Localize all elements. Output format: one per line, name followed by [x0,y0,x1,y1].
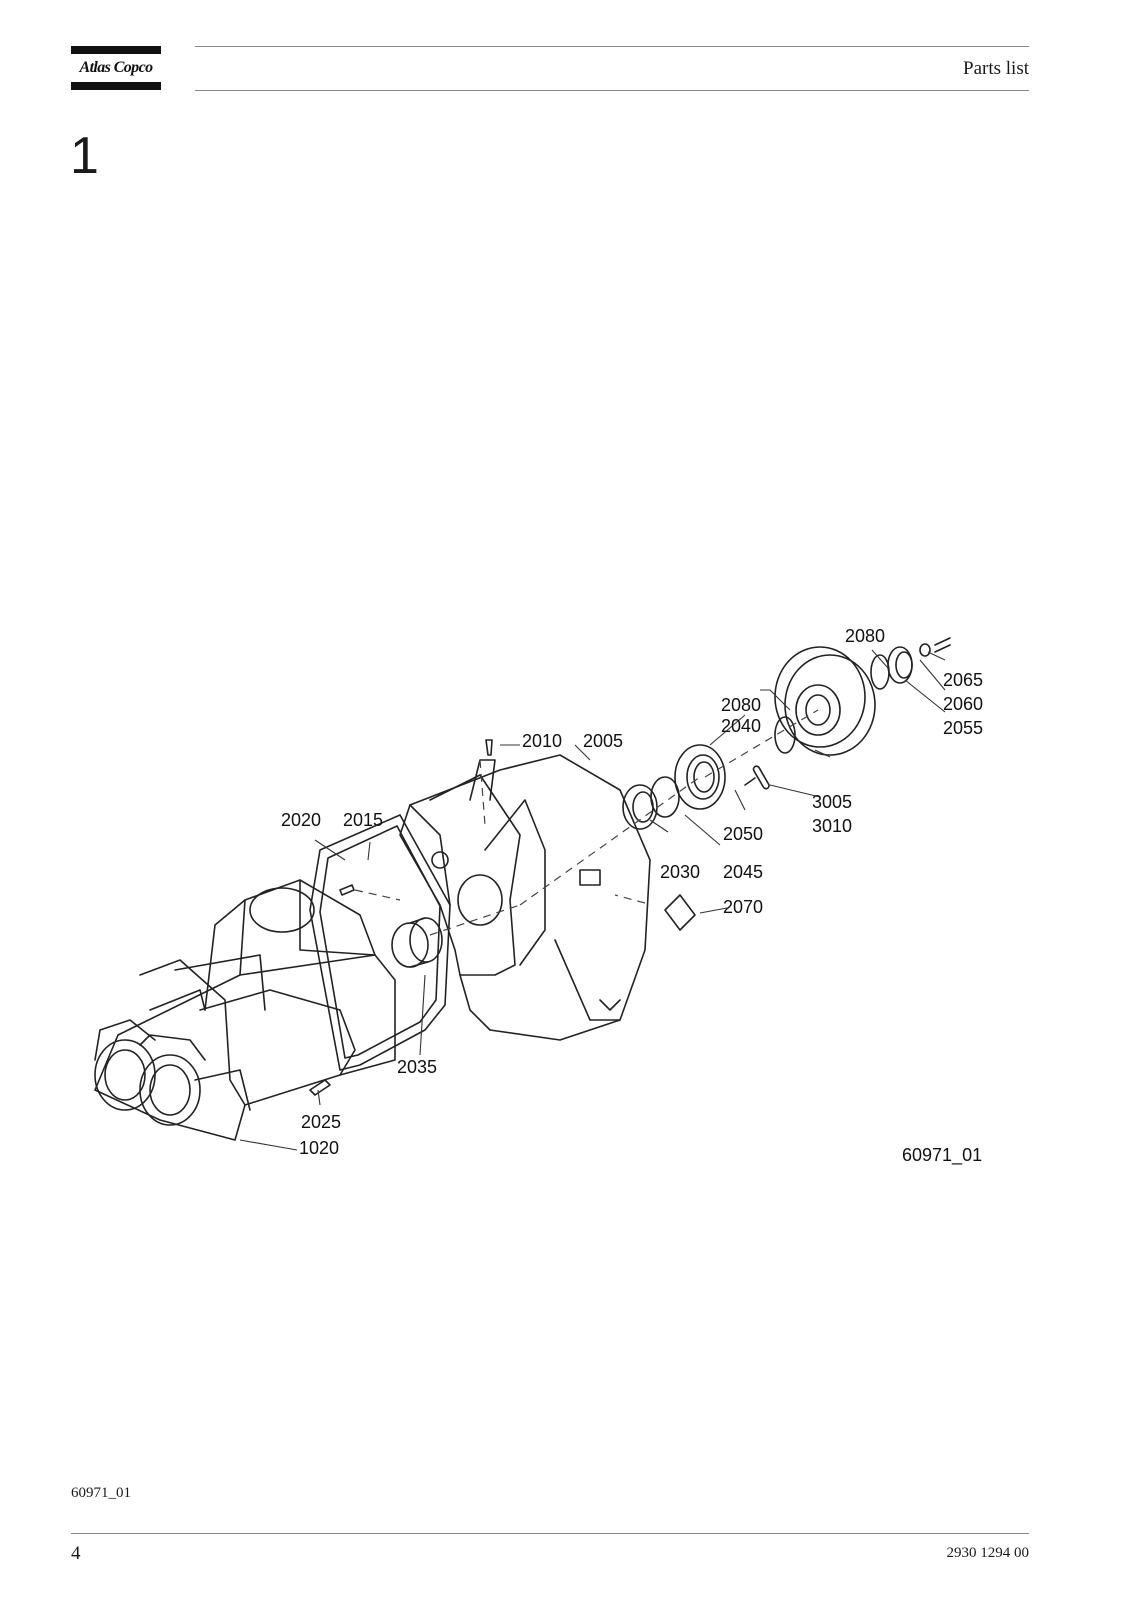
section-title: Parts list [963,58,1029,79]
logo-bar-bottom [71,82,161,90]
callout-label: 2010 [522,731,562,751]
cover-2040-shape [674,744,726,810]
callout-label: 3005 [812,792,852,812]
washer-2055-shape [887,646,913,684]
footer-rule [71,1533,1029,1534]
callout-label: 2005 [583,731,623,751]
gear-3005-shape [774,646,876,756]
callout-label: 2030 [660,862,700,882]
document-number: 2930 1294 00 [946,1545,1030,1561]
gear-casing-2005-shape [399,754,651,1041]
callout-label: 2025 [301,1112,341,1132]
chapter-number: 1 [70,127,99,185]
callout-label: 2040 [721,716,761,736]
callout-labels: 2080 2065 2060 2055 2080 2040 2010 2005 … [281,626,983,1166]
callout-label: 2080 [721,695,761,715]
callout-label: 2045 [723,862,763,882]
drawing-reference: 60971_01 [71,1485,131,1501]
header-rule-bottom [195,90,1029,91]
callout-label: 2065 [943,670,983,690]
header-rule-top [195,46,1029,47]
compressor-element-shape [94,879,396,1141]
callout-label: 2050 [723,824,763,844]
callout-label: 1020 [299,1138,339,1158]
callout-label: 2070 [723,897,763,917]
callout-label: 2060 [943,694,983,714]
logo-bar-top [71,46,161,54]
logo-text: Atlas Copco [79,59,154,76]
callout-label: 2015 [343,810,383,830]
callout-label: 3010 [812,816,852,836]
oring-2045-shape [650,776,680,818]
figure-id-label: 60971_01 [902,1145,982,1166]
callout-label: 2020 [281,810,321,830]
callout-label: 2080 [845,626,885,646]
page-number: 4 [71,1543,81,1564]
key-3010-shape [752,765,770,790]
sleeve-2035-shape [391,917,443,968]
pad-2070-shape [664,894,696,931]
atlas-copco-logo: Atlas Copco [71,46,161,92]
gasket-2015-shape [309,814,451,1071]
callout-label: 2055 [943,718,983,738]
callout-label: 2035 [397,1057,437,1077]
